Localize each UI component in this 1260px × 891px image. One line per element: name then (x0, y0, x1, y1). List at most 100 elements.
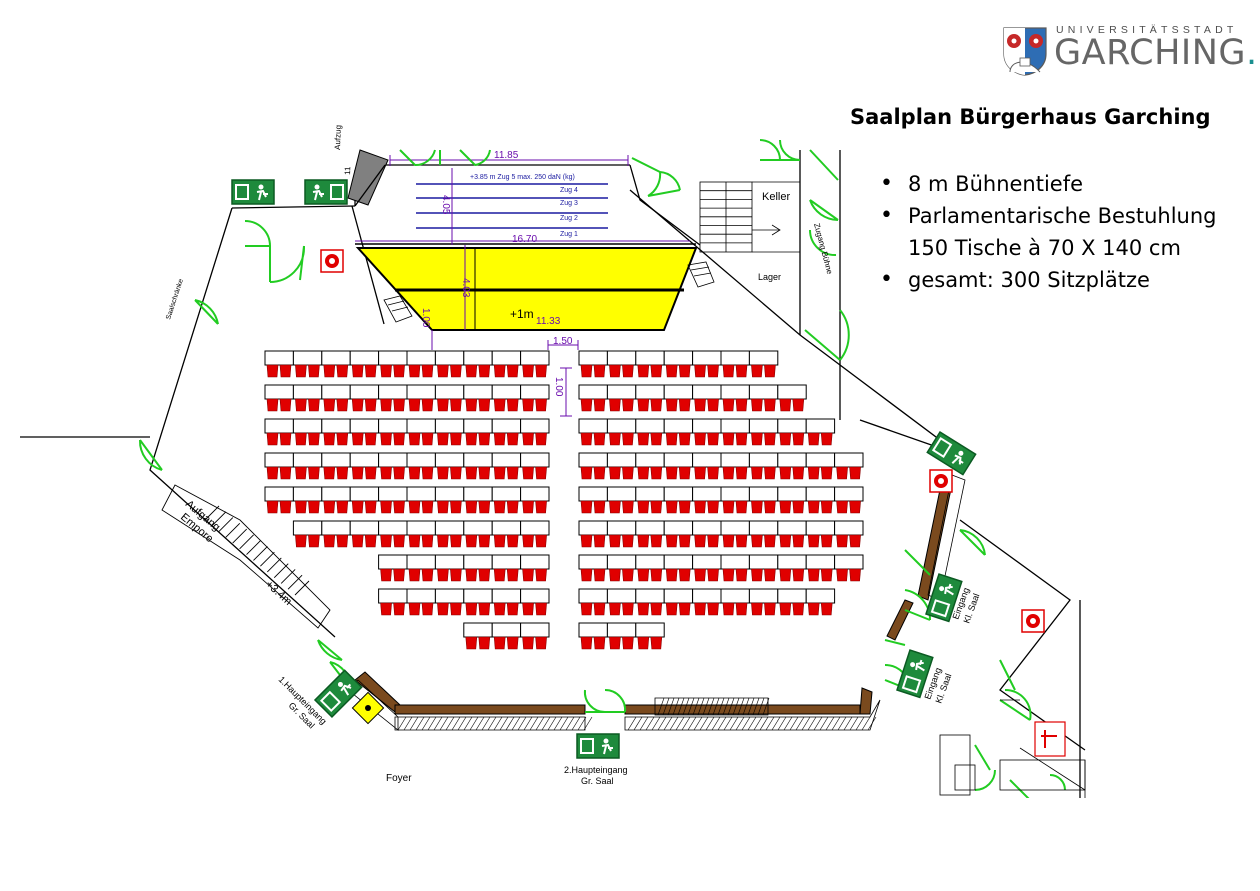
chair (849, 534, 861, 548)
row-gap: 1.00 (553, 377, 564, 397)
rigging-labels: +3.85 m Zug 5 max. 250 daN (kg) Zug 4 Zu… (470, 174, 578, 238)
table (520, 554, 550, 570)
table-with-chairs (663, 588, 694, 616)
chair (323, 432, 336, 446)
dimension-lines (355, 155, 690, 417)
pull-4: Zug 4 (560, 187, 578, 194)
table (491, 452, 522, 468)
table-with-chairs (520, 486, 550, 514)
chair (478, 636, 491, 650)
table (520, 486, 550, 502)
chair (437, 568, 449, 582)
table (349, 384, 380, 400)
table-with-chairs (663, 418, 694, 446)
table (321, 384, 351, 400)
chair (478, 364, 491, 378)
first-aid-icon (1034, 721, 1066, 757)
chair (493, 364, 506, 378)
chair (295, 500, 307, 514)
table-with-chairs (692, 588, 722, 616)
chair (522, 602, 534, 616)
table (692, 486, 722, 502)
exit-sign-icon (925, 573, 963, 623)
stage-width-top: 11.85 (494, 150, 519, 161)
chair (450, 500, 462, 514)
table (578, 418, 608, 434)
door-upper-2 (459, 149, 491, 166)
fact-text: 150 Tische à 70 X 140 cm (908, 236, 1181, 260)
chair (279, 432, 292, 446)
chair (779, 534, 792, 548)
table-with-chairs (805, 486, 836, 514)
chair (637, 534, 650, 548)
table-with-chairs (264, 452, 294, 480)
chair (437, 534, 449, 548)
chair (580, 500, 593, 514)
chair (380, 364, 392, 378)
table (692, 520, 722, 536)
table-with-chairs (406, 350, 436, 378)
chair (792, 500, 805, 514)
table-with-chairs (434, 384, 465, 412)
chair (295, 534, 307, 548)
chair (650, 568, 663, 582)
table (264, 350, 294, 366)
table (748, 384, 779, 400)
facts-list: 8 m Bühnentiefe Parlamentarische Bestuhl… (878, 168, 1216, 296)
chair (421, 398, 434, 412)
table (606, 452, 637, 468)
table (635, 520, 665, 536)
chair (764, 398, 776, 412)
table-with-chairs (292, 452, 323, 480)
table-with-chairs (463, 452, 493, 480)
chair (735, 500, 748, 514)
chair (364, 534, 377, 548)
fact-item: gesamt: 300 Sitzplätze (878, 264, 1216, 296)
chair (650, 364, 663, 378)
door-kl-saal-right (959, 529, 1032, 721)
chair (380, 602, 392, 616)
chair (408, 534, 421, 548)
chair (408, 500, 421, 514)
table (805, 452, 836, 468)
chair (622, 432, 634, 446)
chair (493, 398, 506, 412)
chair (637, 636, 650, 650)
table (578, 452, 608, 468)
table (720, 418, 750, 434)
table (349, 486, 380, 502)
table (748, 418, 779, 434)
chair (694, 364, 706, 378)
table-with-chairs (378, 418, 408, 446)
chair (792, 466, 805, 480)
chair (266, 466, 279, 480)
chair (522, 534, 534, 548)
table-with-chairs (463, 622, 493, 650)
chair (295, 466, 307, 480)
side-rooms (939, 699, 1086, 800)
chair (593, 636, 606, 650)
chair (393, 466, 405, 480)
table (635, 418, 665, 434)
chair (323, 500, 336, 514)
fact-text: 8 m Bühnentiefe (908, 172, 1084, 196)
table (606, 384, 637, 400)
table (434, 520, 465, 536)
chair (493, 602, 506, 616)
table-with-chairs (834, 520, 864, 548)
table (720, 486, 750, 502)
chair (665, 534, 678, 548)
chair (493, 636, 506, 650)
rigging (416, 183, 608, 229)
table (292, 418, 323, 434)
chair (637, 602, 650, 616)
table (663, 418, 694, 434)
chair (593, 364, 606, 378)
chair (665, 568, 678, 582)
table-with-chairs (520, 350, 550, 378)
logo-dot: . (1246, 33, 1258, 73)
chair (493, 568, 506, 582)
chair (323, 534, 336, 548)
table (578, 588, 608, 604)
exit-sign-icon (576, 733, 620, 759)
